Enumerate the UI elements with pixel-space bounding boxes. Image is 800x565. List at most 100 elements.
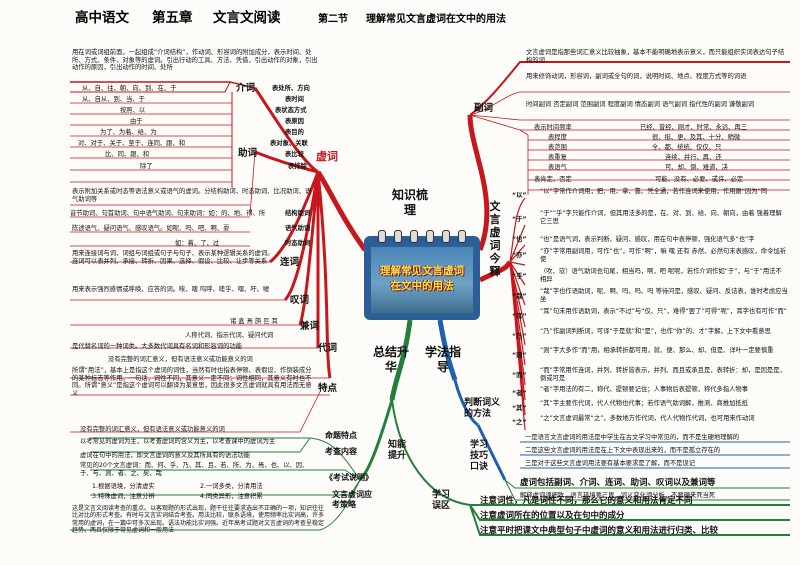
char-6-label: “哉” <box>512 293 527 300</box>
label-adv: 副词 <box>474 103 494 114</box>
char-11-label: “者” <box>512 390 527 397</box>
adv-row-4-type: 表重复 <box>548 154 567 161</box>
label-conj: 连词 <box>280 257 300 268</box>
adv-row-4-words: 连续、并行、再、还 <box>665 154 722 161</box>
char-9-desc: “则”字大多作“而”用，相承转折都可用，就、便、那么、却、但是、详叶一定要慎重 <box>540 347 774 354</box>
header-section-title: 理解常见文言虚词在文中的用法 <box>366 14 506 25</box>
label-exam-strategy: 文言虚词应考策略 <box>332 490 372 509</box>
char-1-desc: “以”字常作介词用，把、用、拿、靠、凭全通，若作连词来使用，作用跟“因为”同 <box>540 188 768 195</box>
aux-row-3-use: 时态助词 <box>285 240 311 247</box>
method-4: 4.同类异形，注意积累 <box>200 493 263 500</box>
adv-row-1-words: 已经、曾经、刚才、时常、永远、再三 <box>640 124 748 131</box>
method-row-3: 三是对于这些文言虚词用法要有基本要求是了解，而不是误记 <box>525 460 696 467</box>
dual-words: 诸 盍 焉 旃 叵 耳 <box>230 318 278 325</box>
method-1: 1.根据语境，分清虚实 <box>92 483 155 490</box>
pronoun-types: 人称代词、指示代词、疑问代词 <box>185 332 274 339</box>
label-exam-point: 命题特点 <box>325 431 357 440</box>
feature-2: 所谓“用法”，基本上是指这个虚词的词性，当然有时也指表停顿、表假设、作倒装成分的… <box>72 367 312 397</box>
pitfall-row-1: 注意词性，凡是词性不同，那么它的意义和用法肯定不同 <box>480 496 693 506</box>
header-section: 第二节 <box>318 14 348 25</box>
adv-row-6-type: 表肯定、否定 <box>534 176 572 183</box>
skills-row-2: 解释虚词须细致，语言环境要三思，词义变化须分析，不要硬来死当死 <box>520 492 716 499</box>
method-3: 3.特殊虚词，注意分辨 <box>92 493 155 500</box>
method-2: 2.一词多类，分清用法 <box>200 483 263 490</box>
prep-description: 用在词或词组前面，一起组成“介词结构”，作动词、形容词的附加成分，表示时间、处所… <box>72 49 318 72</box>
method-row-1: 一是语言文言虚词的用法是中学生在古文学习中常见的，而不是生硬地理解的 <box>525 434 740 441</box>
adv-row-5-type: 表语气 <box>548 164 567 171</box>
label-dual: 兼词 <box>300 321 320 332</box>
adv-description-2: 用来修饰动词，形容词，副词或全句的词，说明时间、地点、程度方式等的词语 <box>526 73 747 80</box>
char-2-label: “于” <box>512 216 527 223</box>
char-8-desc: “乃”作副词判断词，可译“于是就”和“是”，也作“你”的、才”字解，上下文中看意… <box>540 328 771 335</box>
char-5-label: “乎” <box>512 273 527 280</box>
prep-row-7-words: 比、同、跟、和 <box>105 151 150 158</box>
branch-summary: 总结升华 <box>373 345 410 374</box>
center-topic-card: 理解常见文言虚词在文中的用法 <box>364 230 480 320</box>
prep-row-1-words: 从、自、往、朝、向、到、在、于 <box>82 85 177 92</box>
label-exam-content: 考查内容 <box>325 447 357 456</box>
char-12-label: “其” <box>512 405 527 412</box>
label-judge: 判断词义的方法 <box>464 398 501 419</box>
adv-row-3-words: 全、都、统统、仅仅、只 <box>652 144 722 151</box>
pitfall-row-3: 注意平时把课文中典型句子中虚词的意义和用法进行归类、比较 <box>480 526 719 536</box>
prep-row-2-use: 表时间 <box>285 96 304 103</box>
label-prep: 介词 <box>236 83 256 94</box>
prep-row-6-use: 表对象、关联 <box>270 140 308 147</box>
adv-row-3-type: 表范围 <box>548 144 567 151</box>
center-title: 理解常见文言虚词在文中的用法 <box>380 265 464 292</box>
prep-row-3-use: 表状态方式 <box>275 107 307 114</box>
char-4-desc: “亦”字常用副词用，可作“也”，可作“啊”，嘛 嘿 还有 赤然、必然句末表感叹，… <box>540 248 786 263</box>
label-aux: 助词 <box>238 148 258 159</box>
prep-row-8-use: 表排除 <box>288 163 307 170</box>
prep-row-7-use: 表比较 <box>285 151 304 158</box>
prep-row-8-words: 除了 <box>140 163 153 170</box>
conj-description: 用来连接词与词、词组与词组或句子与句子、表示某种逻辑关系的虚词。连词可以表并列、… <box>72 250 274 265</box>
prep-row-3-words: 按照、以 <box>120 107 146 114</box>
char-8-label: “乃” <box>512 333 527 340</box>
pitfall-row-2: 注意虚词所在的位置以及在句中的成分 <box>480 511 625 521</box>
char-13-desc: “之”文言虚词最常“之”，多数地方作代词，代人代物作代词，也可用来作动词 <box>540 415 755 422</box>
label-features: 特点 <box>318 383 338 394</box>
header-chapter: 第五章 <box>152 10 193 26</box>
feature-1: 没有完整的词汇意义，但有语法意义或功能意义的词 <box>108 356 253 363</box>
feature-3: 没有完整的词汇意义，但有语法意义或功能意义的词 <box>80 426 225 433</box>
header-book: 高中语文 <box>75 10 129 26</box>
adv-description-3: 时间副词 否定副词 范围副词 程度副词 情态副词 语气副词 指代性的副词 谦敬副… <box>526 101 755 108</box>
char-13-label: “之” <box>512 419 527 426</box>
char-7-label: “耳” <box>512 313 527 320</box>
prep-row-4-use: 表原因 <box>285 118 304 125</box>
label-skills: 学习技巧口诀 <box>470 440 489 472</box>
prep-row-5-words: 为了、为着、给、为 <box>100 129 157 136</box>
pronoun-description: 是代替名词的一种词类。大多数代词具有名词和形容词的功能 <box>72 343 243 350</box>
label-pronoun: 代词 <box>318 343 338 354</box>
adv-row-2-words: 很、挺、更、及其、十分、稍微 <box>652 134 741 141</box>
aux-row-3-words: 如：着、了、过 <box>175 240 220 247</box>
label-ability: 知能提升 <box>388 440 407 461</box>
prep-row-4-words: 由于 <box>130 118 143 125</box>
char-9-label: “则” <box>512 352 527 359</box>
char-5-desc: （吹、欤）语气助词也句尾，相当吗，啊，吧 呢呢，若作介词作如“于”，与“于”用法… <box>540 268 782 283</box>
label-function-words: 虚词 <box>316 150 338 163</box>
aux-row-2-words: 陈述语气、疑问语气、感叹语气。如呢、吗、吧、啊、耍 <box>72 225 230 232</box>
char-4-label: “亦” <box>512 252 527 259</box>
aux-row-1-use: 结构助词 <box>285 210 311 217</box>
char-2-desc: “于”“乎”字只能作介词，但其用法多的是，在、对、到、给、向、朝向，由着 强着理… <box>540 210 782 225</box>
prep-row-2-words: 从、自从、到、当、于 <box>82 96 145 103</box>
char-10-desc: “而”字常用作连词，并列、转折皆表示，并列、而且或承且是，表转折：却，是因是是，… <box>540 367 786 382</box>
exam-point-text: 以考常见的虚词为主，以考查虚词的含义为主，以考查课中的虚词为主 <box>80 438 276 445</box>
char-12-desc: “其”字主要作代词，代人代物也代事；若作语气助词解，推测、商推加抵抵 <box>540 400 749 407</box>
char-11-desc: “者”字用法的有二，称代、提顿要记住；人事物后表提顿，称代多指人物事 <box>540 386 749 393</box>
exam-point-text-2: 虚词在句中的用法，即文言虚词的意义及其所具有的语法功能 <box>80 452 251 459</box>
branch-knowledge: 知识梳理 <box>392 188 429 217</box>
aux-row-1-words: 音节助词、句首助词、句中语气助词、句末助词：如：的、地、得、所 <box>70 210 266 217</box>
adv-row-2-type: 表程度 <box>548 134 567 141</box>
label-interj: 叹词 <box>290 295 310 306</box>
char-6-desc: “哉”字也作语助词，呢、啊、吗、吗、吗 等待问是，感叹、疑问、反诘表，谁时考虑应… <box>540 288 788 303</box>
char-3-label: “也” <box>512 236 527 243</box>
exam-strategy-text: 这是文言文阅读考查的重点。以客观题的形式出现，题干往往要求选出不正确的一项，知识… <box>72 505 325 534</box>
char-10-label: “而” <box>512 372 527 379</box>
adv-row-1-type: 表示时间频率 <box>534 124 572 131</box>
char-3-desc: “也”是语气词，表示判断、疑问、感叹，用在句中表停顿，强化语气多“也”字 <box>540 236 755 243</box>
exam-content-text: 常见的20个文言虚词：而、何、乎、乃、其、且、若、所、为、焉、也、以、因、于、与… <box>80 462 309 477</box>
